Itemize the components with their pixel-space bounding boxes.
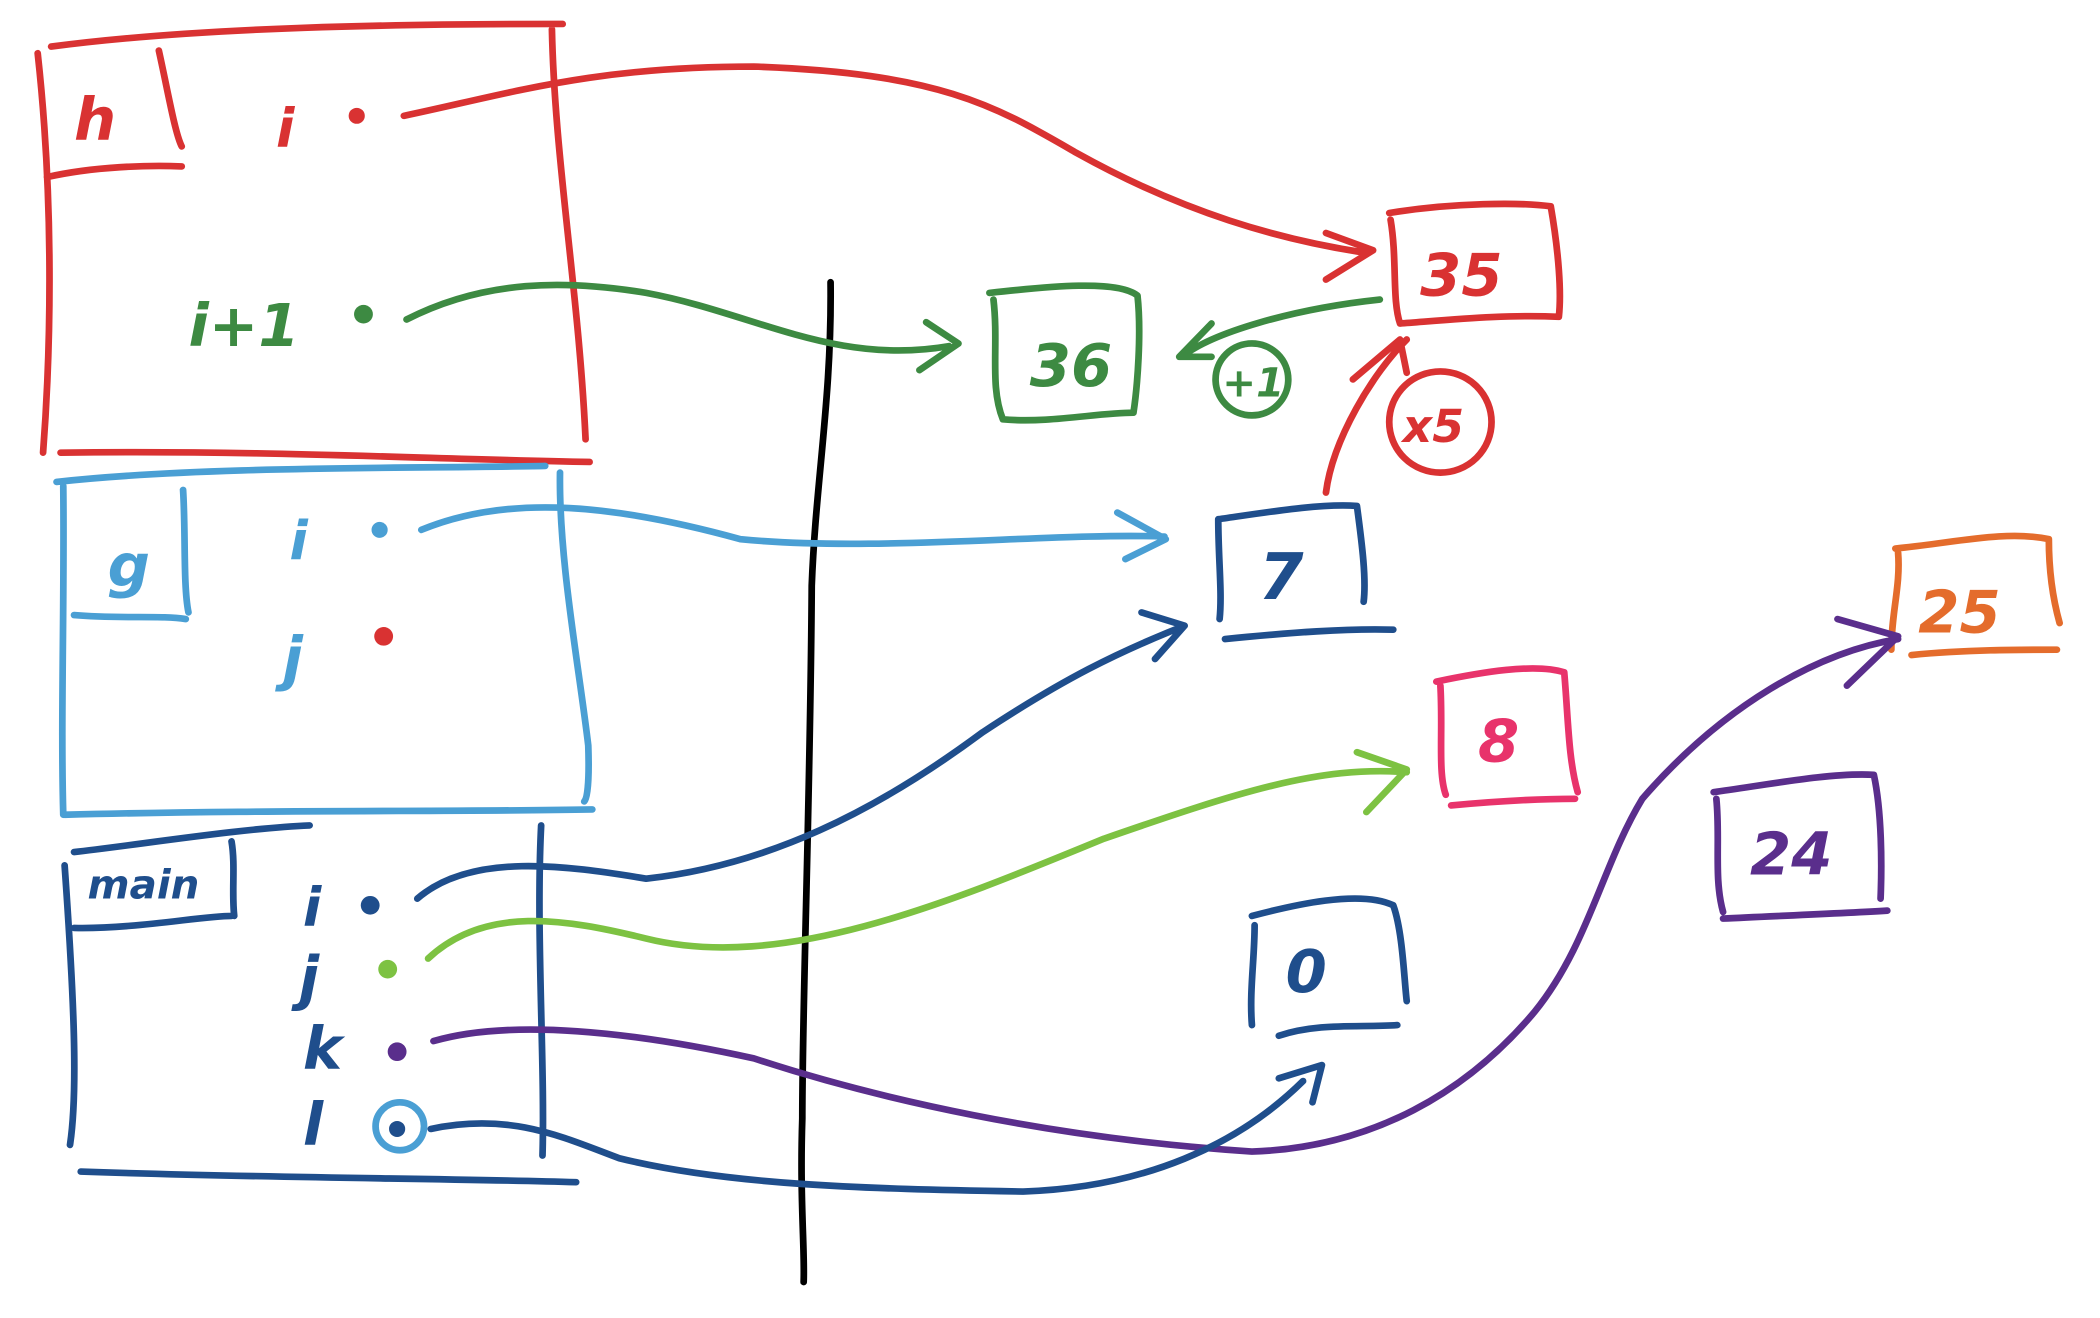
g-var-j: j <box>275 624 304 693</box>
annotation-plus-one: +1 <box>1212 340 1292 419</box>
main-i-pointer-dot <box>360 895 380 915</box>
main-var-l: l <box>303 1090 324 1159</box>
heap-box_25-label: 25 <box>1918 578 2000 647</box>
heap-box_24-label: 24 <box>1750 820 1832 889</box>
main-l-inner-dot <box>389 1120 406 1137</box>
heap-box-25: 25 <box>1887 532 2063 659</box>
g-i-pointer-dot <box>371 521 388 538</box>
frame-h: h i i+1 <box>34 20 593 466</box>
arrow-h-i1-to-36 <box>403 281 962 374</box>
arrow-main-l-to-0 <box>427 1061 1326 1195</box>
heap-box-35: 35 <box>1385 200 1564 327</box>
main-var-i: i <box>303 876 322 939</box>
main-j-pointer-dot <box>378 959 398 979</box>
arrow-g-i-to-7 <box>417 504 1170 563</box>
frame-main-label: main <box>88 863 200 909</box>
h-var-i: i <box>276 97 295 160</box>
main-var-j: j <box>291 944 320 1013</box>
g-j-pointer-dot <box>374 627 394 646</box>
frame-g-label: g <box>108 531 150 600</box>
heap-box-36: 36 <box>986 282 1143 424</box>
main-l-pointer-dot <box>372 1098 428 1154</box>
arrow-35-to-36 <box>1175 296 1384 361</box>
h-i1-pointer-dot <box>354 304 373 324</box>
g-var-i: i <box>289 509 308 572</box>
main-var-k: k <box>303 1014 346 1083</box>
h-var-i-plus-1: i+1 <box>188 291 299 360</box>
heap-box-0: 0 <box>1247 895 1411 1040</box>
heap-box_7-label: 7 <box>1259 540 1304 615</box>
stack-heap-divider <box>798 278 835 1286</box>
arrow-h-i-to-35 <box>400 63 1377 283</box>
annotations-plus_one-label: +1 <box>1222 361 1284 407</box>
heap-box_35-label: 35 <box>1420 241 1502 310</box>
heap-box_36-label: 36 <box>1030 331 1112 400</box>
heap-box-8: 8 <box>1432 665 1582 809</box>
arrow-main-j-to-8 <box>424 748 1411 962</box>
heap-box-7: 7 <box>1214 502 1397 643</box>
arrow-main-i-to-7 <box>413 609 1188 902</box>
heap-box_0-label: 0 <box>1286 937 1327 1006</box>
annotations-times_five-label: x5 <box>1401 400 1464 453</box>
main-k-pointer-dot <box>387 1042 407 1062</box>
heap-box_8-label: 8 <box>1478 707 1519 776</box>
frame-g: g i j <box>53 462 596 819</box>
frame-main: main i j k l <box>61 822 580 1186</box>
h-i-pointer-dot <box>348 107 365 124</box>
arrow-7-to-35 <box>1322 336 1411 496</box>
annotation-times-five: x5 <box>1385 368 1495 476</box>
arrow-main-k-to-25 <box>430 615 1902 1155</box>
frame-h-label: h <box>74 85 116 154</box>
heap-box-24: 24 <box>1710 771 1891 922</box>
